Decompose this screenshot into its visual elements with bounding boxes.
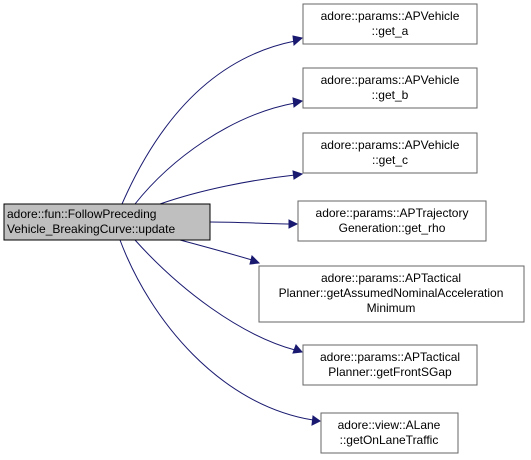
node-get-assumed-nominal-acceleration-minimum[interactable]: adore::params::APTactical Planner::getAs… [258, 265, 525, 323]
node-get-rho-line-2: Generation::get_rho [339, 221, 446, 235]
node-get-c-box [302, 132, 478, 174]
edge-to-get-front-s-gap [134, 239, 296, 351]
edge-to-get-c [159, 174, 296, 205]
edge-to-get-b [134, 102, 296, 205]
node-get-a-box [302, 3, 478, 45]
node-get-front-s-gap-line-1: adore::params::APTactical [320, 350, 460, 364]
root-node-line-2: Vehicle_BreakingCurve::update [7, 222, 175, 236]
node-get-front-s-gap[interactable]: adore::params::APTactical Planner::getFr… [302, 344, 478, 386]
edge-arrowhead-get-c [292, 170, 304, 180]
node-get-on-lane-traffic-line-2: ::getOnLaneTraffic [340, 433, 439, 447]
node-get-front-s-gap-box [302, 344, 478, 386]
node-get-on-lane-traffic[interactable]: adore::view::ALane ::getOnLaneTraffic [320, 412, 459, 454]
edge-arrowhead-get-assumed-nominal-acceleration-minimum [249, 255, 261, 265]
edge-arrowhead-get-front-s-gap [292, 344, 303, 354]
node-get-b-line-2: ::get_b [372, 88, 409, 102]
node-get-assumed-nominal-acceleration-minimum-line-1: adore::params::APTactical [321, 271, 461, 285]
edge-to-get-assumed-nominal-acceleration-minimum [179, 239, 253, 261]
root-node-line-1: adore::fun::FollowPreceding [7, 207, 156, 221]
node-get-rho[interactable]: adore::params::APTrajectory Generation::… [297, 200, 487, 242]
node-get-a-line-1: adore::params::APVehicle [321, 9, 460, 23]
node-get-b-line-1: adore::params::APVehicle [321, 73, 460, 87]
node-get-assumed-nominal-acceleration-minimum-box [258, 265, 525, 323]
root-node-box [3, 203, 211, 241]
edge-arrowhead-get-b [292, 97, 304, 108]
node-get-on-lane-traffic-line-1: adore::view::ALane [338, 418, 441, 432]
node-get-assumed-nominal-acceleration-minimum-line-2: Planner::getAssumedNominalAcceleration [279, 286, 504, 300]
edge-arrowhead-get-on-lane-traffic [311, 415, 321, 426]
node-get-b-box [302, 67, 478, 109]
node-get-assumed-nominal-acceleration-minimum-line-3: Minimum [367, 301, 416, 315]
node-get-rho-box [297, 200, 487, 242]
edge-to-get-a [121, 40, 296, 205]
node-get-c-line-2: ::get_c [372, 153, 408, 167]
node-get-front-s-gap-line-2: Planner::getFrontSGap [328, 365, 452, 379]
node-get-c[interactable]: adore::params::APVehicle ::get_c [302, 132, 478, 174]
node-get-a[interactable]: adore::params::APVehicle ::get_a [302, 3, 478, 45]
node-get-a-line-2: ::get_a [372, 24, 409, 38]
node-get-c-line-1: adore::params::APVehicle [321, 138, 460, 152]
edge-to-get-rho [209, 221, 291, 225]
edge-arrowhead-get-rho [288, 219, 299, 229]
node-get-b[interactable]: adore::params::APVehicle ::get_b [302, 67, 478, 109]
node-get-on-lane-traffic-box [320, 412, 459, 454]
node-get-rho-line-1: adore::params::APTrajectory [316, 206, 469, 220]
edge-to-get-on-lane-traffic [119, 239, 314, 421]
edge-arrowhead-get-a [292, 35, 304, 47]
root-node-follow-preceding-vehicle-update[interactable]: adore::fun::FollowPreceding Vehicle_Brea… [3, 203, 211, 241]
call-edges [119, 35, 321, 426]
